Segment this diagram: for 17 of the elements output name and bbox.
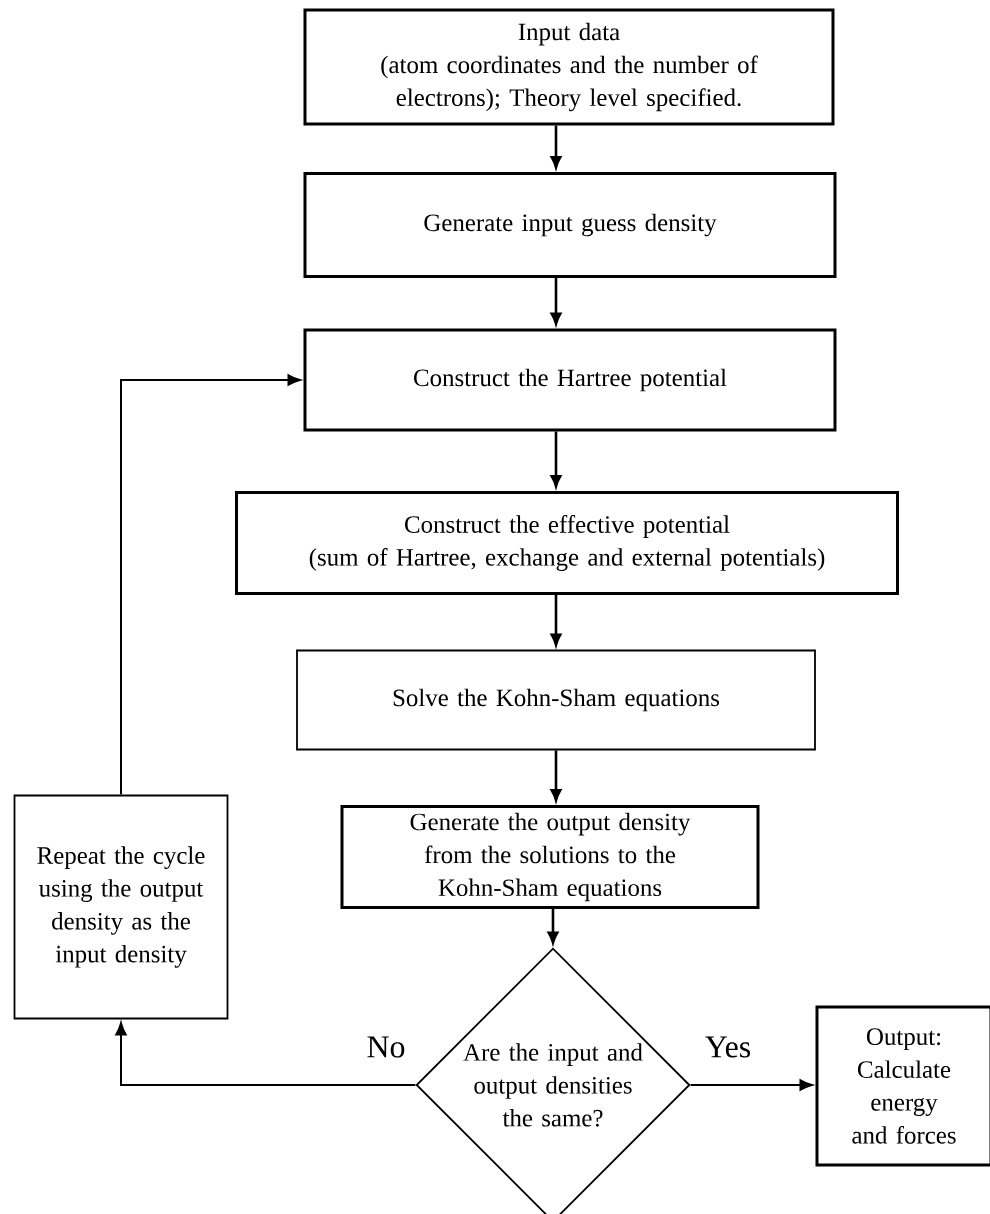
edge-label: Yes [705,1036,751,1058]
process-box: Construct the Hartree potential [303,328,837,432]
process-box: Generate the output density from the solutions to the Kohn-Sham equations [340,805,760,909]
arrow [550,125,562,169]
process-box: Construct the effective potential (sum of Hartree, exchange and external potentials) [235,491,899,595]
process-box: Repeat the cycle using the output density as the input density [13,794,229,1020]
arrow [689,1079,813,1091]
output-box: Output: Calculate energy and forces [815,1005,990,1167]
arrow [550,431,562,488]
process-box: Input data (atom coordinates and the number of electrons); Theory level specified. [303,8,835,126]
arrow [120,374,301,796]
process-box: Solve the Kohn-Sham equations [296,649,816,751]
arrow [550,278,562,325]
edge-label: No [367,1036,405,1058]
arrow [115,1022,417,1086]
arrow [550,750,562,802]
process-box: Generate input guess density [303,172,837,278]
